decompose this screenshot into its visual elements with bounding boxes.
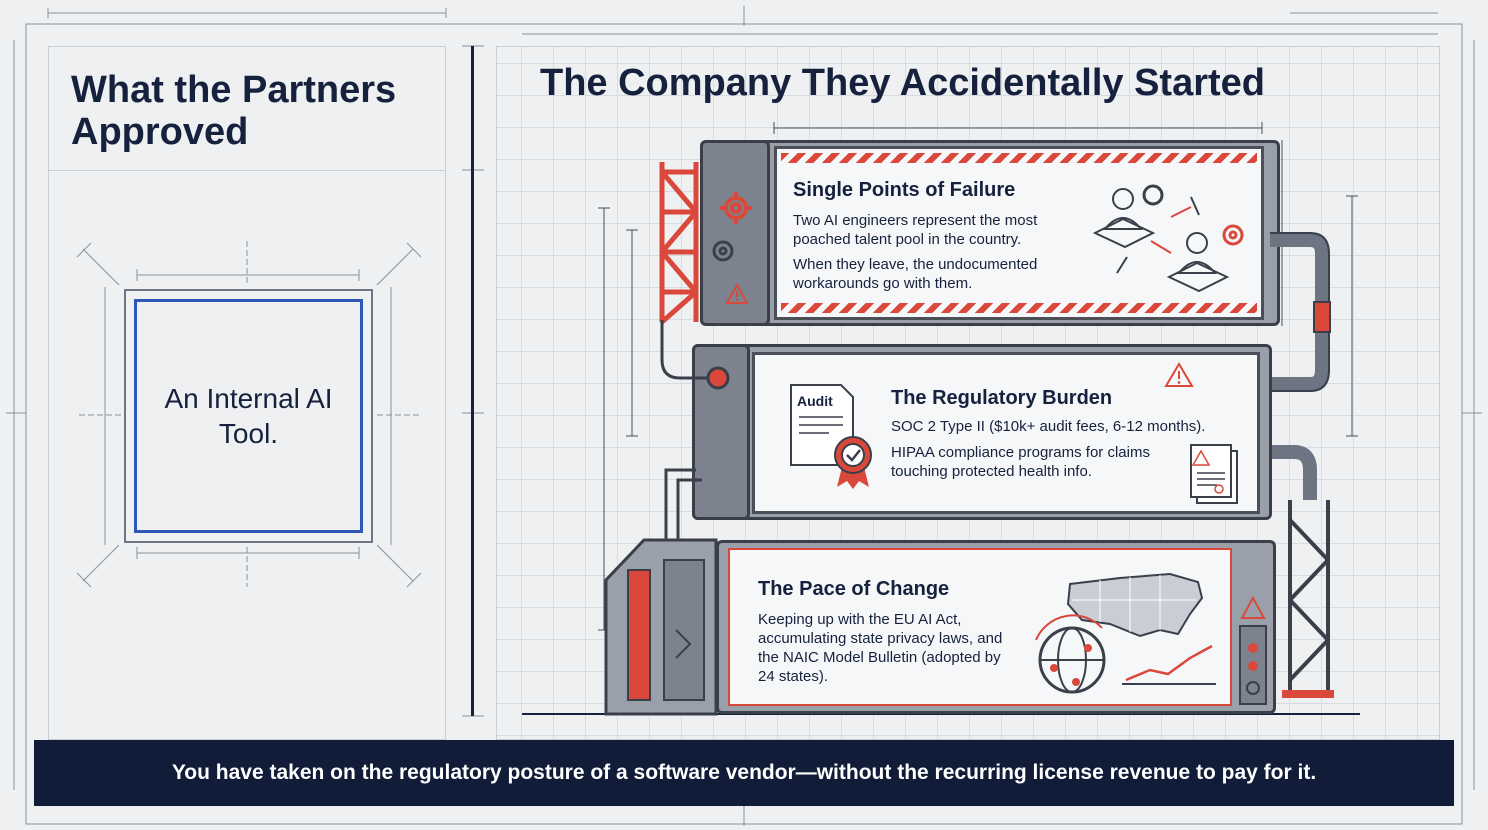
- internal-tool-label: An Internal AI Tool.: [164, 383, 333, 449]
- card-pace-of-change: The Pace of Change Keeping up with the E…: [728, 548, 1232, 706]
- cable-connector: [660, 320, 730, 540]
- hazard-stripe-bottom: [781, 303, 1257, 313]
- gear-icon: [712, 240, 734, 262]
- gear-icon: [720, 192, 752, 224]
- hazard-stripe-top: [781, 153, 1257, 163]
- tool-box-dimension-lines: [76, 241, 422, 588]
- warning-icon: [725, 282, 749, 304]
- globe-icon: [1035, 614, 1106, 694]
- card-paragraph: When they leave, the undocumented workar…: [793, 256, 1038, 292]
- card-paragraph: HIPAA compliance programs for claims tou…: [891, 444, 1150, 480]
- left-divider: [49, 170, 445, 171]
- card-title: The Pace of Change: [758, 578, 950, 600]
- gear-icon: [1142, 184, 1164, 206]
- left-panel-title: What the Partners Approved: [71, 69, 397, 153]
- badge-icon: [834, 436, 872, 489]
- document-label: Audit: [797, 393, 833, 409]
- us-map-icon: [1066, 572, 1204, 638]
- internal-tool-box: An Internal AI Tool.: [124, 289, 373, 543]
- card-single-points-of-failure: Single Points of Failure Two AI engineer…: [774, 146, 1264, 320]
- left-cabinet: [604, 538, 718, 716]
- left-panel: What the Partners Approved An Internal A…: [48, 46, 446, 740]
- module-top-side-panel: [700, 140, 770, 326]
- card-paragraph: SOC 2 Type II ($10k+ audit fees, 6-12 mo…: [891, 418, 1206, 435]
- left-scaffold: [659, 162, 699, 324]
- center-divider: [471, 46, 474, 716]
- gear-icon: [1222, 224, 1244, 246]
- card-title: Single Points of Failure: [793, 179, 1016, 201]
- warning-icon: [1164, 362, 1194, 387]
- card-paragraph: Keeping up with the EU AI Act, accumulat…: [758, 611, 1003, 685]
- footer-banner: You have taken on the regulatory posture…: [34, 740, 1454, 806]
- internal-tool-box-inner: An Internal AI Tool.: [134, 299, 363, 533]
- card-regulatory-burden: The Regulatory Burden SOC 2 Type II ($10…: [752, 352, 1260, 514]
- documents-stack-icon: [1190, 444, 1238, 504]
- control-panel: [1239, 595, 1267, 705]
- growth-chart-icon: [1122, 644, 1216, 685]
- engineers-illustration: [1092, 184, 1244, 293]
- footer-text: You have taken on the regulatory posture…: [171, 761, 1317, 784]
- card-title: The Regulatory Burden: [891, 387, 1113, 409]
- pipes: [1270, 232, 1334, 698]
- right-panel-title: The Company They Accidentally Started: [540, 62, 1265, 104]
- card-paragraph: Two AI engineers represent the most poac…: [793, 212, 1038, 248]
